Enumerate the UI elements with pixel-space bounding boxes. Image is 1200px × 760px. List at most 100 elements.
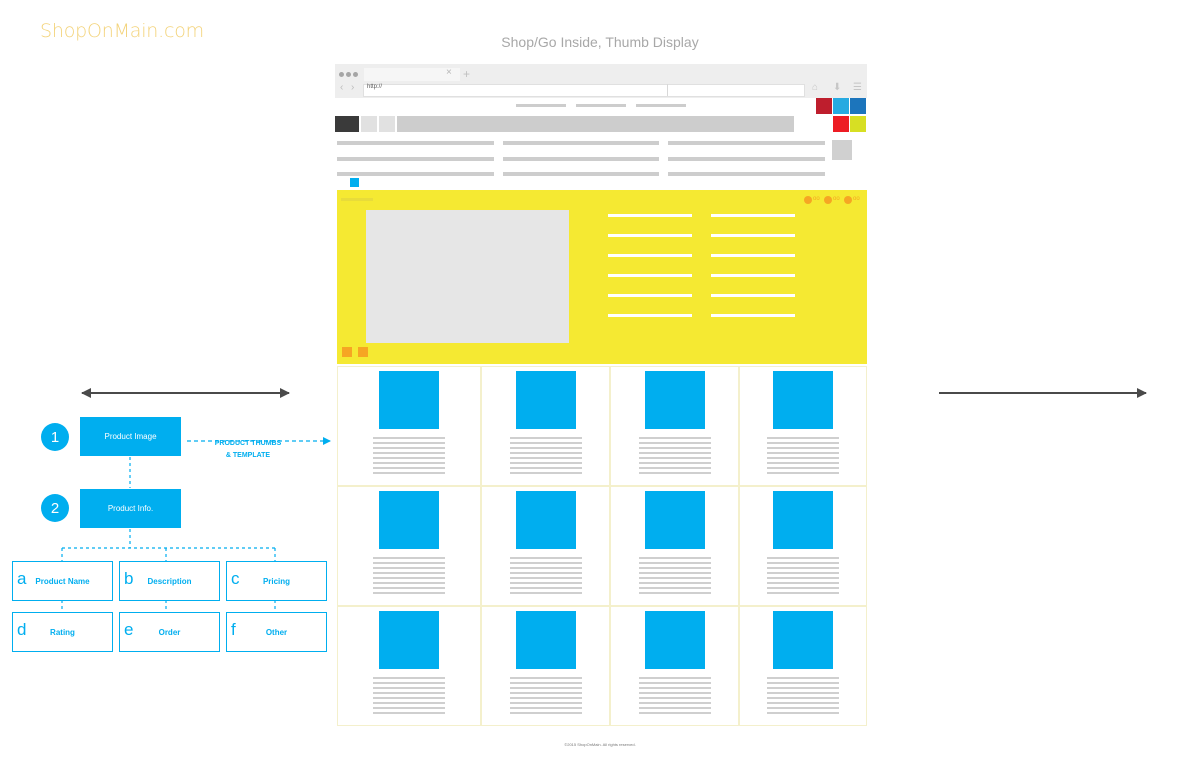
product-text-line [373, 437, 445, 439]
sub-item-letter: f [231, 620, 236, 639]
address-bar-text: http:// [367, 84, 383, 90]
product-thumbnail[interactable] [379, 611, 439, 669]
subnav-line [668, 157, 825, 161]
product-thumbnail[interactable] [515, 611, 576, 669]
product-text-line [373, 707, 445, 709]
hero-next-button[interactable] [358, 347, 368, 357]
product-text-line [509, 452, 582, 454]
product-text-line [509, 692, 582, 694]
tab-close-icon[interactable]: × [446, 67, 452, 78]
product-text-line [509, 447, 582, 449]
nav-block-active[interactable] [335, 116, 359, 132]
color-swatch-brightred[interactable] [833, 116, 849, 132]
sub-item-label: Order [158, 628, 181, 637]
product-text-line [638, 467, 711, 469]
product-text-line [373, 677, 445, 679]
color-swatch-blue[interactable] [833, 98, 849, 114]
product-text-line [767, 592, 839, 594]
nav-search-bar[interactable] [397, 116, 794, 132]
subnav-line [337, 141, 494, 145]
product-text-line [767, 472, 839, 474]
product-thumbnail[interactable] [773, 491, 833, 549]
nav-block[interactable] [361, 116, 377, 132]
product-text-line [638, 682, 711, 684]
carousel-dot[interactable] [804, 196, 812, 204]
color-swatch-red[interactable] [816, 98, 832, 114]
product-text-line [767, 442, 839, 444]
carousel-dot[interactable] [824, 196, 832, 204]
product-text-line [373, 582, 445, 584]
nav-link-placeholder[interactable] [516, 104, 566, 107]
product-text-line [767, 697, 839, 699]
carousel-dot-label: oo [813, 196, 820, 202]
window-maximize-dot[interactable] [353, 72, 358, 77]
product-thumbnail[interactable] [379, 371, 439, 429]
menu-icon[interactable]: ☰ [853, 82, 862, 93]
subnav-line [337, 172, 494, 176]
page-title: Shop/Go Inside, Thumb Display [501, 34, 699, 50]
window-close-dot[interactable] [339, 72, 344, 77]
sub-item-box: c Pricing [226, 561, 327, 601]
address-bar[interactable] [363, 84, 805, 97]
product-thumbnail[interactable] [379, 491, 439, 549]
product-text-line [373, 462, 445, 464]
product-text-line [509, 572, 582, 574]
product-text-line [373, 572, 445, 574]
product-thumbnail[interactable] [515, 371, 576, 429]
product-text-line [767, 572, 839, 574]
product-thumbnail[interactable] [644, 611, 705, 669]
hero-text-line [711, 234, 795, 237]
back-arrow-icon[interactable]: ‹ [340, 82, 344, 93]
product-text-line [638, 462, 711, 464]
product-thumbnail[interactable] [644, 371, 705, 429]
product-text-line [373, 587, 445, 589]
product-thumbnail[interactable] [515, 491, 576, 549]
product-text-line [509, 677, 582, 679]
home-icon[interactable]: ⌂ [812, 82, 819, 93]
color-swatch-lime[interactable] [850, 116, 866, 132]
side-thumb-placeholder [832, 140, 852, 160]
product-text-line [638, 472, 711, 474]
sub-item-box: a Product Name [12, 561, 113, 601]
product-thumbnail[interactable] [644, 491, 705, 549]
sub-item-box: e Order [119, 612, 220, 652]
product-text-line [373, 467, 445, 469]
nav-link-placeholder[interactable] [636, 104, 686, 107]
product-text-line [638, 452, 711, 454]
color-swatch-darkblue[interactable] [850, 98, 866, 114]
product-text-line [638, 567, 711, 569]
product-text-line [509, 567, 582, 569]
sub-item-box: d Rating [12, 612, 113, 652]
forward-arrow-icon[interactable]: › [351, 82, 355, 93]
product-text-line [373, 562, 445, 564]
hero-prev-button[interactable] [342, 347, 352, 357]
product-text-line [767, 682, 839, 684]
carousel-dot-label: oo [833, 196, 840, 202]
window-minimize-dot[interactable] [346, 72, 351, 77]
product-text-line [767, 692, 839, 694]
sub-item-label: Other [265, 628, 288, 637]
hero-text-line [608, 274, 692, 277]
carousel-dot[interactable] [844, 196, 852, 204]
download-icon[interactable]: ⬇ [833, 82, 842, 93]
product-text-line [638, 702, 711, 704]
browser-tab[interactable] [364, 68, 460, 81]
nav-link-placeholder[interactable] [576, 104, 626, 107]
breadcrumb-marker[interactable] [350, 178, 359, 187]
hero-text-line [608, 254, 692, 257]
product-thumbnail[interactable] [773, 611, 833, 669]
hero-text-line [608, 314, 692, 317]
nav-block[interactable] [379, 116, 395, 132]
product-text-line [373, 567, 445, 569]
product-thumbnail[interactable] [773, 371, 833, 429]
sub-item-letter: d [17, 620, 27, 639]
subnav-line [668, 172, 825, 176]
product-text-line [373, 697, 445, 699]
hero-text-line [608, 294, 692, 297]
carousel-dot-label: oo [853, 196, 860, 202]
hero-image[interactable] [366, 210, 569, 343]
new-tab-icon[interactable]: + [463, 67, 471, 81]
sub-item-label: Description [147, 577, 192, 586]
hero-label-line [341, 198, 373, 201]
product-text-line [638, 457, 711, 459]
